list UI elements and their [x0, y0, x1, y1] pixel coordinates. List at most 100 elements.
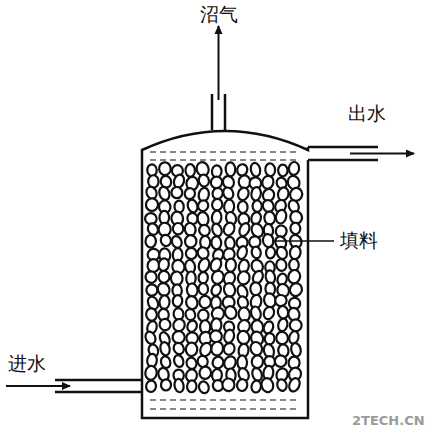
packing-piece — [144, 365, 157, 380]
packing-piece — [173, 378, 184, 393]
packing-piece — [185, 308, 197, 321]
packing-piece — [236, 379, 248, 392]
packing-piece — [159, 162, 171, 176]
outlet-arrow — [350, 153, 414, 155]
packing-piece — [186, 283, 198, 297]
packing-piece — [261, 174, 275, 190]
packing-piece — [159, 295, 170, 309]
packing-piece — [222, 221, 236, 237]
packing-piece — [260, 377, 275, 394]
packing-piece — [144, 270, 158, 285]
packing-piece — [266, 247, 276, 259]
packing-piece — [250, 282, 262, 296]
packing-piece — [288, 161, 300, 175]
packing-piece — [277, 318, 289, 333]
packing-piece — [249, 162, 261, 178]
packing-piece — [197, 257, 211, 274]
packing-piece — [158, 185, 171, 201]
packing-piece — [159, 234, 172, 248]
packing-piece — [276, 331, 289, 345]
packing-piece — [145, 307, 158, 321]
packing-piece — [287, 377, 301, 394]
watermark: 2TECH.CN — [352, 414, 425, 427]
packing-piece — [211, 210, 222, 225]
packing-piece — [198, 380, 211, 394]
packing-piece — [264, 333, 274, 345]
packing-piece — [249, 341, 264, 357]
packing-media — [144, 161, 304, 395]
packing-piece — [275, 258, 287, 272]
packing-piece — [185, 235, 197, 248]
packing-piece — [222, 342, 236, 357]
packing-piece — [251, 186, 262, 201]
packing-piece — [253, 200, 262, 212]
packing-label: 填料 — [340, 231, 378, 250]
packing-piece — [251, 355, 264, 369]
packing-piece — [198, 283, 208, 295]
packing-piece — [145, 380, 157, 393]
packing-piece — [262, 305, 276, 320]
packing-piece — [198, 174, 211, 188]
packing-piece — [290, 342, 302, 357]
packing-piece — [250, 380, 262, 394]
packing-piece — [275, 295, 287, 306]
packing-piece — [171, 187, 183, 199]
packing-piece — [288, 281, 304, 298]
packing-piece — [198, 365, 212, 380]
inlet-label: 进水 — [8, 354, 46, 373]
packing-piece — [223, 304, 238, 320]
packing-piece — [186, 248, 197, 260]
packing-piece — [159, 341, 171, 356]
packing-piece — [211, 222, 224, 237]
packing-piece — [236, 186, 250, 201]
packing-piece — [237, 270, 251, 285]
packing-piece — [236, 163, 248, 176]
packing-piece — [251, 246, 262, 259]
packing-piece — [185, 356, 198, 370]
packing-piece — [276, 378, 288, 392]
packing-piece — [144, 330, 158, 345]
packing-piece — [226, 258, 237, 272]
packing-piece — [196, 199, 210, 213]
packing-piece — [187, 380, 197, 392]
packing-piece — [157, 257, 170, 272]
outlet-label: 出水 — [348, 104, 386, 123]
packing-piece — [275, 209, 288, 225]
packing-piece — [238, 201, 248, 214]
packing-piece — [265, 163, 276, 177]
packing-piece — [145, 235, 156, 248]
packing-piece — [210, 341, 224, 357]
packing-piece — [211, 355, 225, 370]
packing-piece — [273, 354, 288, 369]
packing-piece — [185, 164, 195, 177]
packing-piece — [223, 329, 235, 344]
packing-piece — [161, 379, 172, 391]
packing-piece — [145, 198, 159, 212]
packing-piece — [225, 162, 235, 176]
packing-piece — [250, 305, 262, 320]
inlet-arrow — [6, 385, 70, 387]
packing-piece — [290, 222, 301, 235]
leader-line — [272, 240, 334, 242]
packing-piece — [172, 295, 183, 308]
packing-piece — [173, 354, 185, 368]
water-level — [150, 152, 300, 409]
packing-piece — [145, 283, 158, 296]
packing-piece — [236, 245, 249, 260]
packing-piece — [222, 378, 235, 392]
gas-arrow — [218, 26, 220, 100]
packing-piece — [237, 221, 251, 237]
packing-piece — [199, 296, 211, 309]
reactor-shell — [142, 131, 308, 418]
packing-piece — [159, 318, 172, 331]
packing-piece — [221, 186, 235, 201]
packing-piece — [170, 235, 183, 249]
packing-piece — [211, 198, 223, 211]
packing-piece — [173, 223, 184, 235]
packing-piece — [210, 283, 223, 297]
packing-piece — [185, 342, 197, 356]
packing-piece — [211, 236, 221, 249]
packing-piece — [289, 245, 302, 260]
